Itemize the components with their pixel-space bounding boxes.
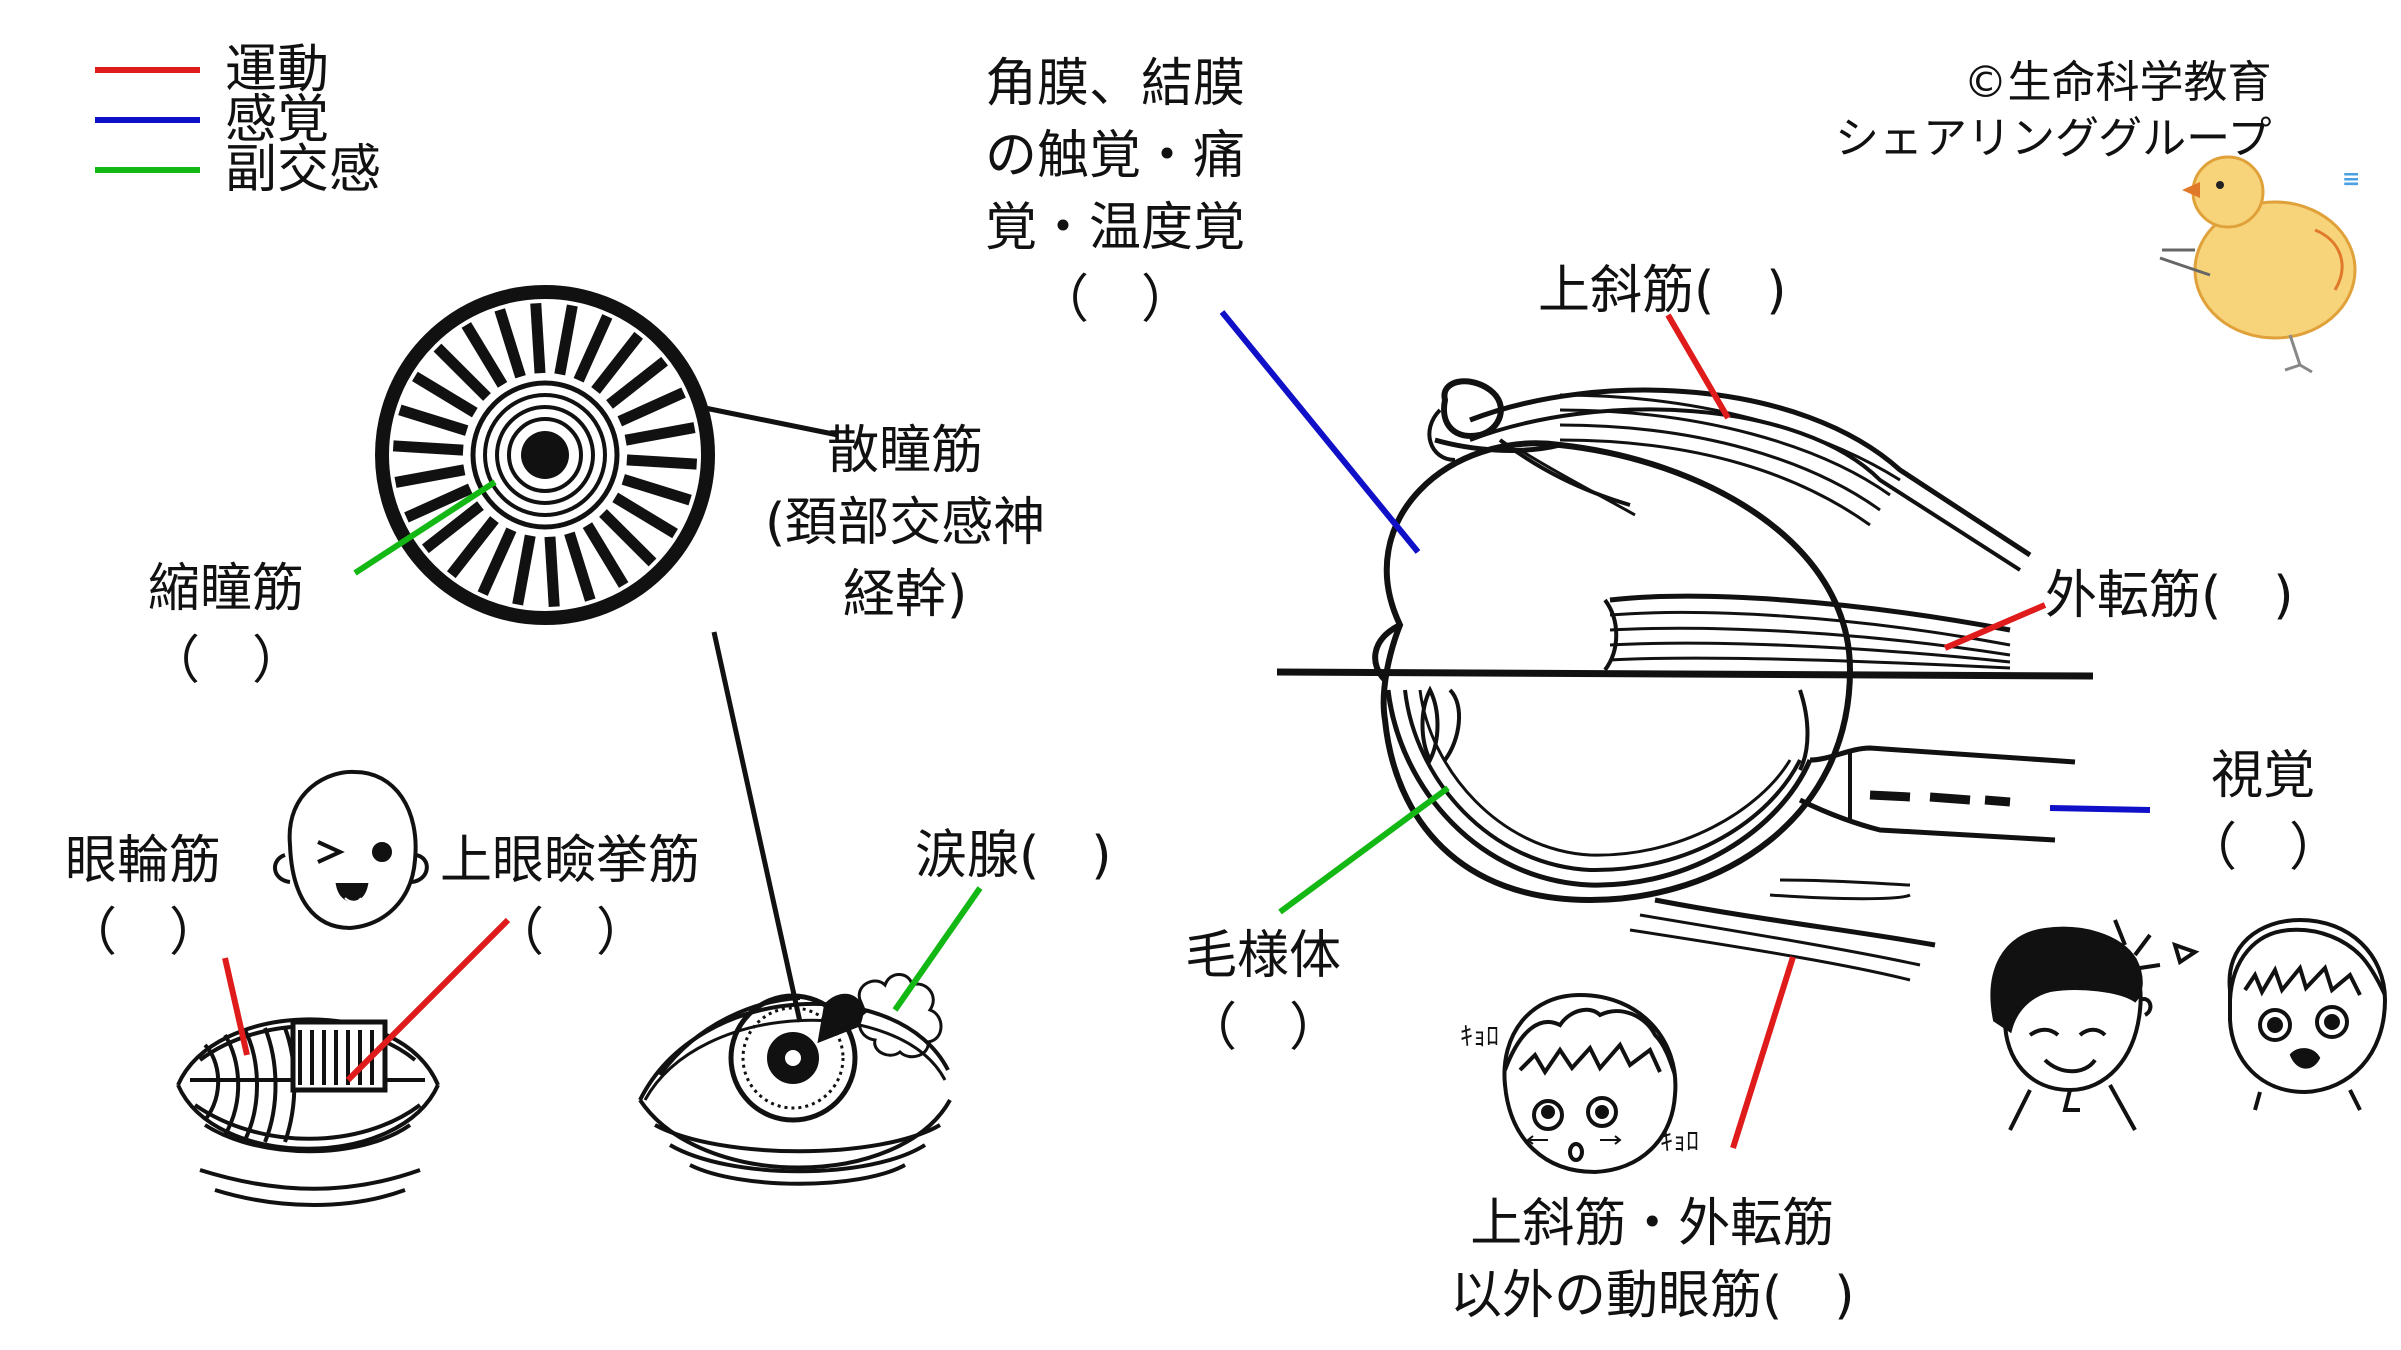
iris-spoke [446, 516, 499, 579]
iris-spoke [530, 302, 546, 374]
pointer-lateral-rectus [1943, 602, 2047, 651]
chick-mascot: ≡ [2159, 155, 2360, 374]
iris-spoke [544, 536, 560, 608]
face-laughing [1990, 919, 2200, 1131]
iris-spoke [412, 371, 478, 418]
iris-spoke [512, 534, 536, 606]
legend-swatch-parasympathetic [95, 167, 200, 173]
label-dilator-pupillae: 散瞳筋 (頚部交感神 経幹) [765, 421, 1046, 625]
label-ciliary-body: 毛様体 （ ） [1185, 926, 1342, 1058]
iris-spoke [606, 356, 669, 409]
label-lacrimal-gland: 涙腺( ) [915, 826, 1112, 886]
label-orbicularis-oculi: 眼輪筋 （ ） [65, 831, 222, 963]
pointer-ciliary [1278, 785, 1450, 915]
iris-spoke [573, 314, 613, 383]
iris-spoke [599, 509, 657, 567]
iris-spoke [564, 531, 596, 602]
label-cornea-sensation: 角膜、結膜 の触覚・痛 覚・温度覚 （ ） [985, 54, 1246, 330]
iris-spoke [621, 474, 692, 506]
label-vision: 視覚 （ ） [2185, 746, 2342, 878]
legend-label-sensory: 感覚 [225, 90, 330, 150]
open-eye-illustration [638, 973, 952, 1186]
copyright-text: ©生命科学教育 シェアリンググループ [1835, 57, 2272, 164]
label-sphincter-pupillae: 縮瞳筋 （ ） [148, 559, 305, 691]
legend-item-sensory: 感覚 [95, 90, 329, 150]
iris-spoke [477, 527, 517, 596]
pointer-sphincter [353, 479, 497, 576]
sfx-kyoro-right: ｷｮﾛ [1660, 1127, 1699, 1157]
iris-spoke [404, 483, 473, 523]
pointer-other-muscles [1730, 956, 1796, 1149]
iris-illustration [375, 285, 715, 625]
iris-spoke [624, 422, 696, 446]
iris-spoke [617, 387, 686, 427]
legend-swatch-motor [95, 67, 200, 73]
iris-spoke [582, 522, 629, 588]
pointer-levator [345, 917, 511, 1083]
pointer-superior-oblique [1665, 313, 1731, 420]
eyeball-cross-section [1276, 378, 2094, 982]
label-lateral-rectus: 外転筋( ) [2045, 566, 2294, 626]
iris-spoke [461, 322, 508, 388]
face-looking-around [1502, 992, 1678, 1175]
face-surprised [2227, 917, 2388, 1111]
iris-spoke [612, 492, 678, 539]
label-other-oculomotor-muscles: 上斜筋・外転筋 以外の動眼筋( ) [1450, 1194, 1855, 1326]
legend-swatch-sensory [95, 117, 200, 123]
legend-item-parasympathetic: 副交感 [95, 140, 381, 200]
svg-text:≡: ≡ [2342, 167, 2360, 192]
legend-label-motor: 運動 [225, 40, 330, 100]
sfx-kyoro-left: ｷｮﾛ [1460, 1022, 1499, 1052]
pointer-iris-to-eye [711, 631, 803, 1023]
iris-spoke [591, 331, 644, 394]
iris-spoke [554, 304, 578, 376]
iris-spoke [433, 343, 491, 401]
closed-eye-illustration [176, 1017, 440, 1207]
label-levator-palpebrae: 上眼瞼挙筋 （ ） [440, 831, 701, 963]
iris-spoke [421, 501, 484, 554]
pointer-lacrimal [892, 886, 983, 1012]
pointer-orbicularis [222, 957, 250, 1056]
face-winking [273, 769, 429, 931]
iris-spoke [398, 404, 469, 436]
pointer-dilator [704, 405, 839, 438]
iris-spoke [626, 454, 698, 470]
iris-spoke [392, 440, 464, 456]
label-superior-oblique: 上斜筋( ) [1538, 261, 1787, 321]
iris-spoke [394, 464, 466, 488]
legend-label-parasympathetic: 副交感 [225, 140, 382, 200]
iris-spoke [494, 308, 526, 379]
pointer-cornea [1219, 310, 1421, 554]
pointer-vision [2049, 805, 2151, 813]
legend-item-motor: 運動 [95, 40, 329, 100]
